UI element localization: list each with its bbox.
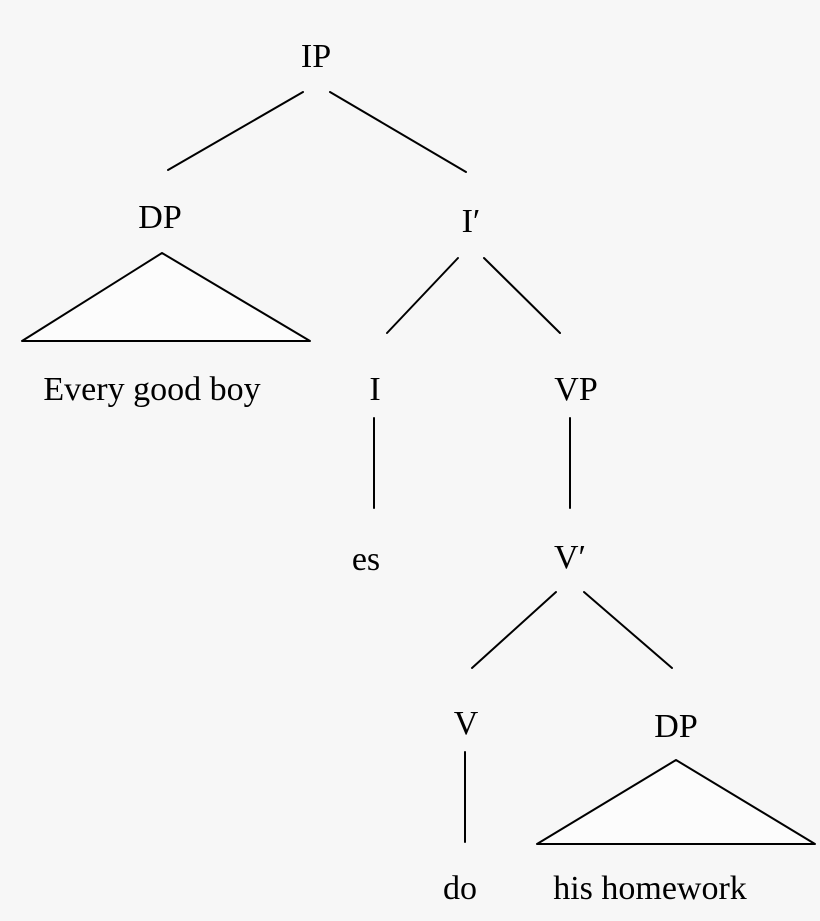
triangle-object-dp [536, 759, 816, 845]
leaf-infl: es [352, 541, 380, 578]
node-dp-subject: DP [138, 199, 181, 236]
node-v-bar: V′ [554, 539, 586, 576]
edge-ibar-vp [483, 257, 561, 334]
node-dp-object: DP [654, 708, 697, 745]
node-i: I [369, 371, 380, 408]
triangle-subject-dp [21, 252, 311, 342]
leaf-object-phrase: his homework [553, 870, 747, 907]
leaf-subject-phrase: Every good boy [43, 371, 260, 408]
edge-ip-dp [167, 91, 304, 171]
node-ip: IP [301, 38, 331, 75]
edge-vbar-dp [583, 591, 673, 669]
node-vp: VP [554, 371, 597, 408]
edge-ip-ibar [329, 91, 467, 173]
node-i-bar: I′ [462, 203, 481, 240]
edge-vbar-v [471, 591, 557, 669]
edge-ibar-i [386, 257, 459, 334]
node-v: V [454, 705, 479, 742]
leaf-verb: do [443, 870, 477, 907]
